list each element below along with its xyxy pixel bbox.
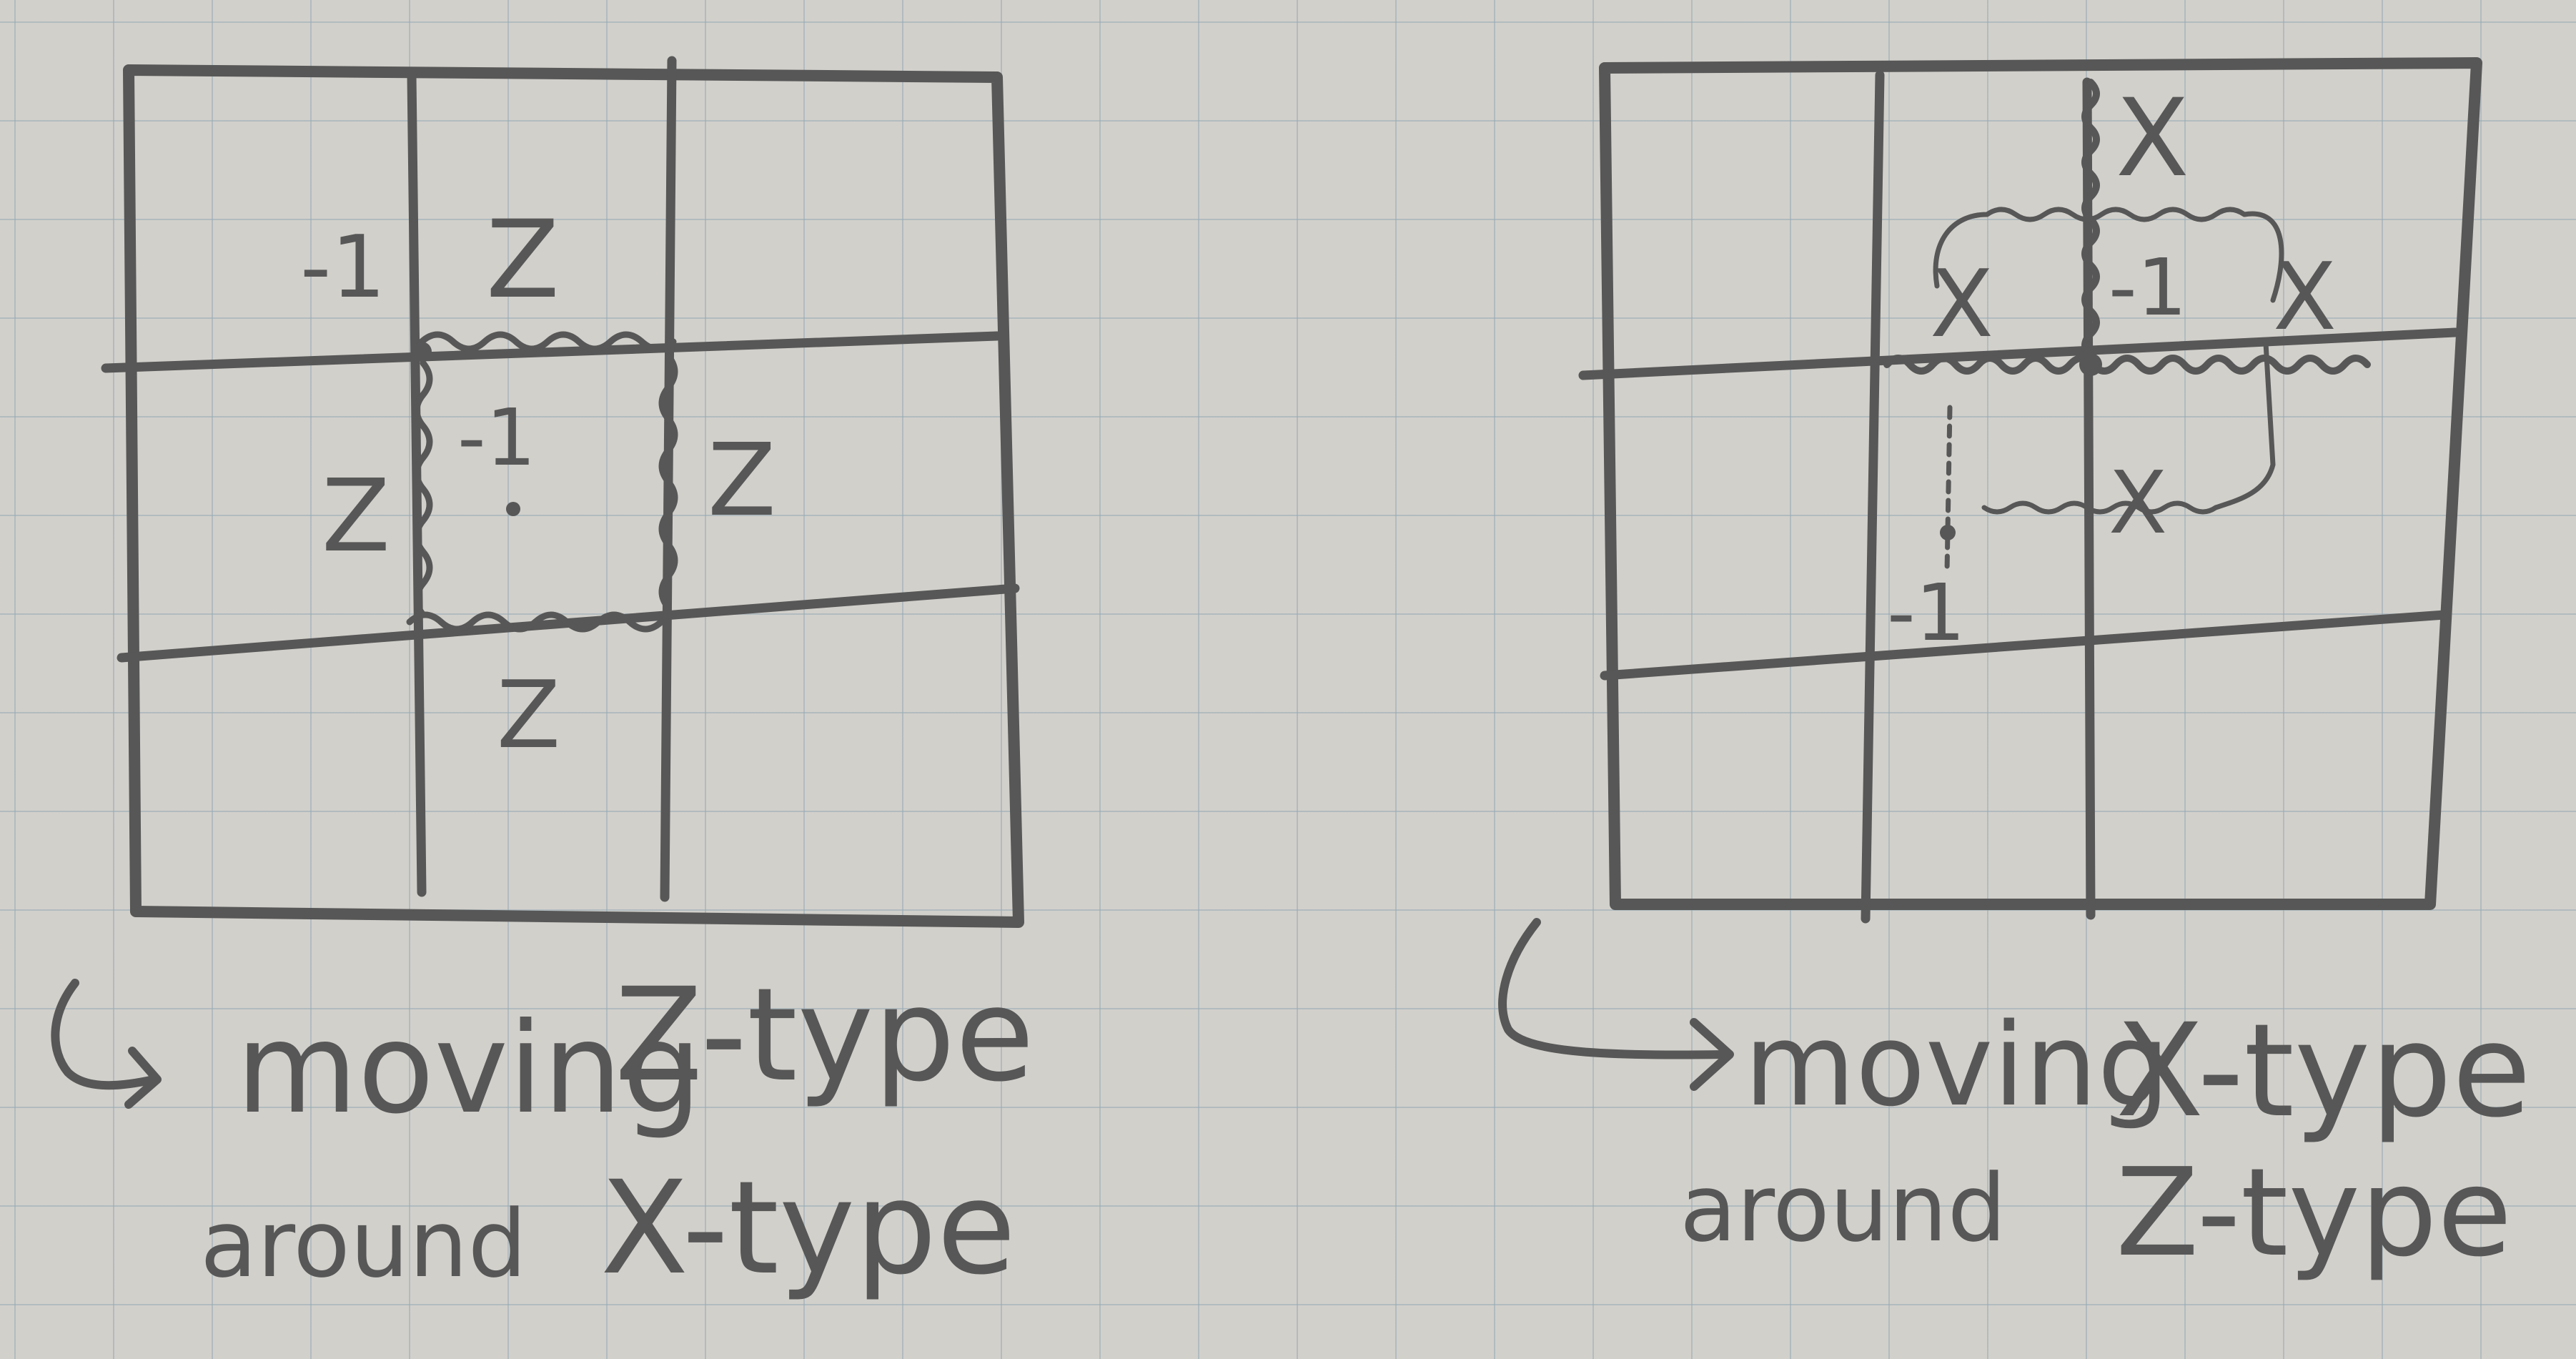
right-x-string-upper-loop: [1933, 207, 2284, 303]
right-outer-square: [1599, 57, 2482, 910]
left-vertex-dot: [412, 342, 432, 362]
right-small-dot: [1940, 525, 1956, 540]
right-vertex-dot: [2079, 353, 2102, 376]
left-label-left-z: Z: [322, 458, 390, 575]
left-caption-moving: moving: [236, 997, 702, 1142]
right-caption-x-type: X-type: [2116, 997, 2531, 1146]
right-caption: moving X-type around Z-type: [1498, 918, 2531, 1284]
right-caption-moving: moving: [1744, 998, 2170, 1132]
left-caption-x-type: X-type: [600, 1154, 1016, 1303]
right-lattice-diagram: X X -1 X X -1: [1578, 57, 2482, 924]
left-horizontal-line-top: [101, 331, 1002, 373]
right-dotted-segment: [1944, 405, 1953, 575]
left-outer-square: [123, 64, 1024, 928]
right-label-right-x: X: [2273, 242, 2337, 351]
left-label-center-value: -1: [457, 392, 536, 483]
left-caption-z-type: Z-type: [615, 961, 1034, 1110]
right-horizontal-line-top: [1578, 327, 2460, 380]
left-center-dot: [506, 502, 520, 516]
right-vertical-line-left: [1861, 70, 1885, 924]
left-label-bottom-z: Z: [497, 661, 560, 769]
left-lattice-diagram: -1 Z Z -1 Z Z: [101, 56, 1024, 928]
right-label-lower-left-value: -1: [1887, 567, 1966, 658]
right-label-left-x: X: [1930, 249, 1993, 358]
left-label-top-z: Z: [486, 198, 560, 322]
right-label-center-value: -1: [2109, 242, 2187, 333]
left-label-top-left-value: -1: [300, 218, 386, 317]
right-x-string-horizontal: [1883, 355, 2371, 375]
left-caption: moving Z-type around X-type: [51, 961, 1034, 1303]
right-horizontal-line-bottom: [1600, 610, 2449, 681]
left-caption-around: around: [200, 1190, 527, 1298]
right-caption-z-type: Z-type: [2116, 1142, 2512, 1284]
left-caption-hook-arrow: [51, 979, 162, 1109]
left-z-string-loop: [406, 331, 678, 633]
left-label-right-z: Z: [708, 422, 776, 539]
right-caption-hook-arrow: [1498, 918, 1734, 1091]
right-label-top-x: X: [2116, 76, 2189, 201]
right-x-string-lower-loop: [1981, 340, 2276, 515]
right-label-lower-x: X: [2109, 454, 2167, 553]
right-caption-around: around: [1680, 1154, 2006, 1262]
